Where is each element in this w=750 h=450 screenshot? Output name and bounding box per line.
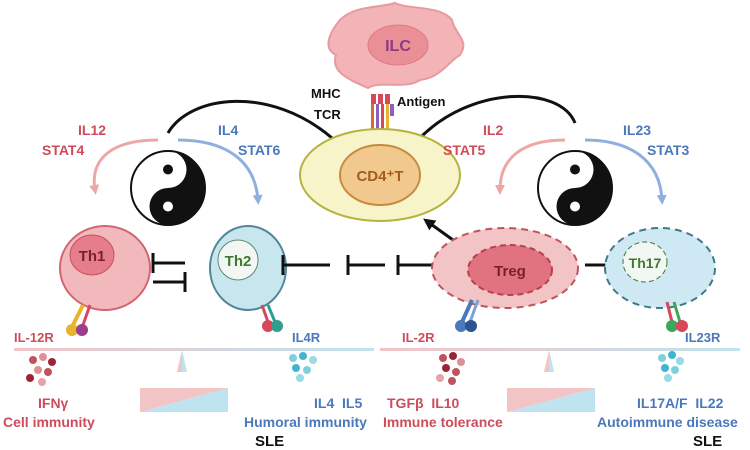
left-balance-icon (140, 350, 228, 412)
il12-label: IL12 (78, 122, 106, 138)
ilc-cell: ILC (327, 1, 465, 90)
stat5-label: STAT5 (443, 142, 485, 158)
il23r-label: IL23R (685, 330, 721, 345)
il12r-label: IL-12R (14, 330, 54, 345)
antigen-label: Antigen (397, 94, 445, 109)
humoral-immunity-label: Humoral immunity (244, 414, 367, 430)
tcr-receptor-icon (371, 94, 394, 144)
il4r-label: IL4R (292, 330, 321, 345)
cd4-t-cell: CD4⁺T (299, 128, 461, 222)
right-baseline (380, 348, 740, 351)
ifng-label: IFNγ (38, 395, 69, 411)
sle-right-label: SLE (693, 433, 722, 450)
yin-yang-left-icon (130, 150, 206, 226)
immune-tolerance-label: Immune tolerance (383, 414, 503, 430)
il4-label: IL4 (218, 122, 238, 138)
th2-cytokine-dots-icon (289, 352, 317, 382)
th2-label: Th2 (225, 253, 252, 270)
left-baseline (14, 348, 374, 351)
th2-cell: Th2 (209, 225, 287, 332)
th1-label: Th1 (79, 248, 106, 265)
th17-label: Th17 (629, 255, 662, 271)
il2-arrow (495, 138, 566, 195)
sle-left-label: SLE (255, 433, 284, 450)
th1-cell: Th1 (59, 225, 151, 336)
il23-label: IL23 (623, 122, 651, 138)
stat6-label: STAT6 (238, 142, 280, 158)
right-balance-icon (507, 350, 595, 412)
autoimmune-disease-label: Autoimmune disease (597, 414, 738, 430)
cell-immunity-label: Cell immunity (3, 414, 95, 430)
stat3-label: STAT3 (647, 142, 689, 158)
mhc-label: MHC (311, 86, 341, 101)
treg-cell: Treg (431, 227, 579, 332)
stat4-label: STAT4 (42, 142, 84, 158)
cd4-label: CD4⁺T (356, 168, 403, 185)
treg-cytokines-label: TGFβ IL10 (387, 395, 460, 411)
treg-cytokine-dots-icon (436, 352, 465, 385)
th17-cytokine-dots-icon (658, 351, 684, 382)
il12-arrow (89, 138, 159, 195)
right-connector-arc (416, 94, 577, 142)
ilc-label: ILC (385, 38, 411, 55)
yin-yang-right-icon (537, 150, 613, 226)
ifng-dots-icon (26, 353, 56, 386)
th17-cell: Th17 (604, 227, 716, 332)
left-connector-arc (166, 99, 333, 140)
th2-cytokines-label: IL4 IL5 (314, 395, 362, 411)
mutual-inhibition-icon (151, 253, 187, 292)
il2-label: IL2 (483, 122, 503, 138)
il2r-label: IL-2R (402, 330, 435, 345)
tcr-label: TCR (314, 107, 341, 122)
treg-label: Treg (494, 263, 526, 280)
th17-cytokines-label: IL17A/F IL22 (637, 395, 724, 411)
il23-arrow (584, 138, 667, 205)
il4-arrow (177, 138, 263, 205)
